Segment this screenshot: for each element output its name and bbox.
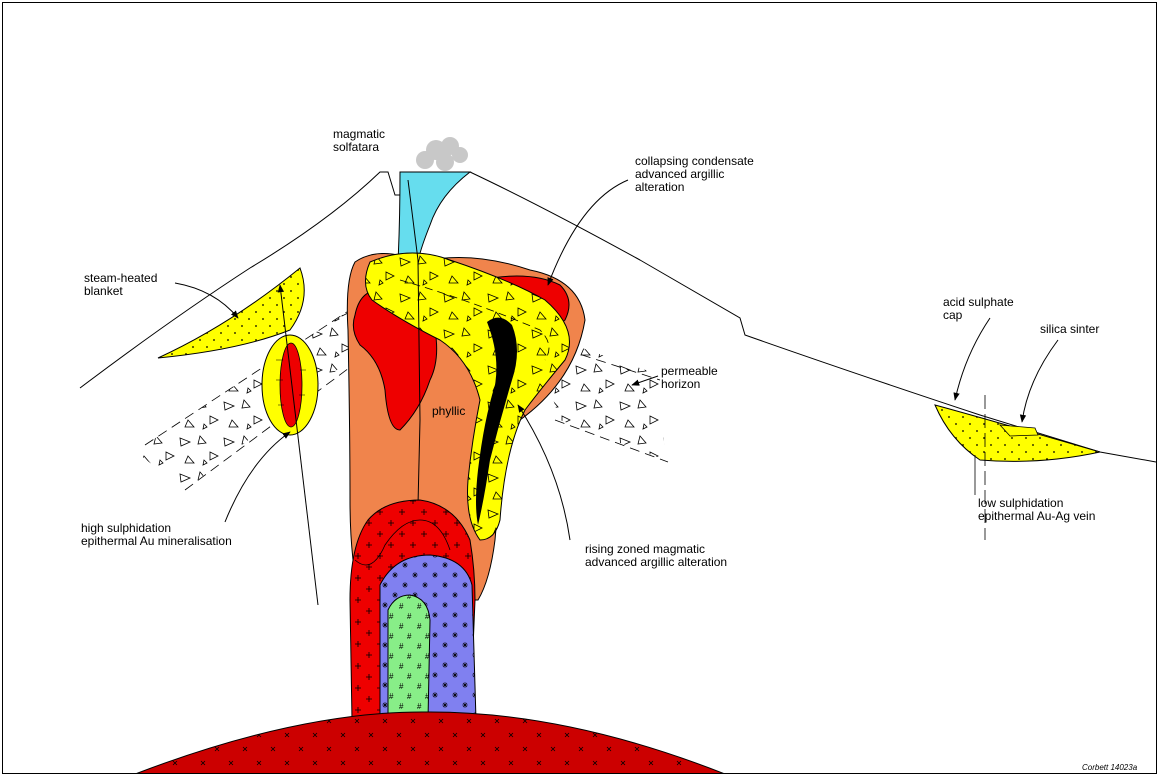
arrow-steam-heated bbox=[175, 283, 238, 318]
label-steam-heated-blanket: steam-heated blanket bbox=[84, 272, 157, 298]
label-phyllic: phyllic bbox=[432, 405, 465, 418]
label-acid-sulphate-cap: acid sulphate cap bbox=[943, 296, 1014, 322]
label-rising-zoned: rising zoned magmatic advanced argillic … bbox=[585, 543, 727, 569]
high-sulphidation-lens bbox=[262, 335, 318, 435]
label-collapsing-condensate: collapsing condensate advanced argillic … bbox=[635, 155, 754, 194]
steam-cloud bbox=[416, 137, 468, 171]
label-low-sulphidation: low sulphidation epithermal Au-Ag vein bbox=[978, 497, 1095, 523]
arrow-collapsing-condensate bbox=[548, 180, 628, 285]
label-permeable-horizon: permeable horizon bbox=[661, 365, 718, 391]
label-magmatic-solfatara: magmatic solfatara bbox=[333, 128, 385, 154]
label-high-sulphidation: high sulphidation epithermal Au minerali… bbox=[81, 522, 232, 548]
label-silica-sinter: silica sinter bbox=[1040, 323, 1099, 336]
credit-text: Corbett 14023a bbox=[1082, 763, 1137, 772]
arrow-silica-sinter bbox=[1022, 340, 1058, 422]
arrow-rising-zoned bbox=[518, 405, 570, 540]
arrow-acid-sulphate bbox=[955, 318, 990, 400]
